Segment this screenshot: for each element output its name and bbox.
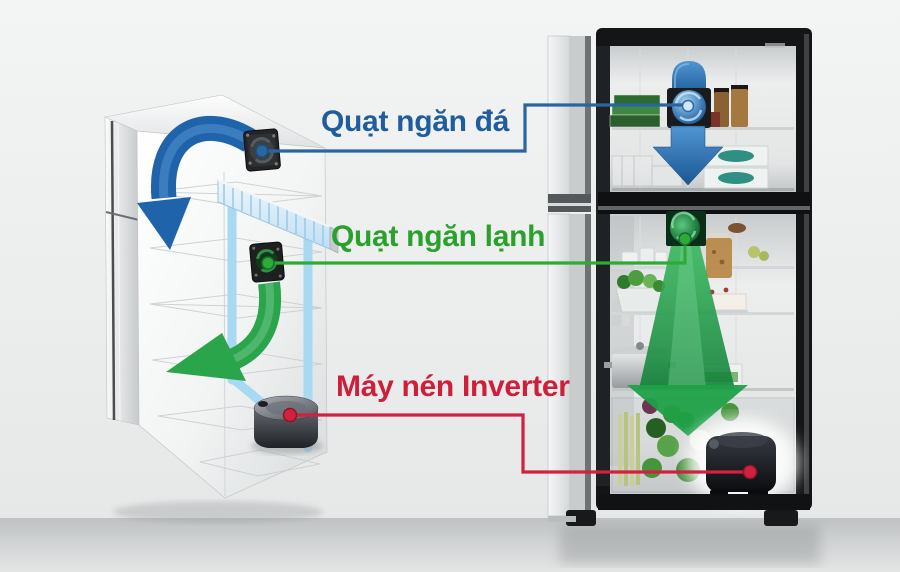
fridge-fan-line	[268, 239, 687, 265]
freezer-compartment	[609, 43, 796, 192]
cabinet-right-edge	[804, 34, 809, 504]
frozen-food	[609, 85, 769, 189]
compartment-divider	[598, 192, 810, 214]
cabinet-inner-wall	[596, 46, 610, 486]
foot-right	[764, 510, 798, 526]
fridge-fan-label: Quạt ngăn lạnh	[331, 220, 546, 253]
compressor-label: Máy nén Inverter	[336, 370, 570, 403]
freezer-airflow-arrow	[137, 115, 257, 250]
callout-dots	[255, 99, 758, 480]
door-bottom-trim	[548, 516, 576, 522]
fridge-fan-dot-right	[678, 232, 692, 246]
side-face-edge	[223, 171, 226, 497]
fridge-reflection	[560, 524, 820, 564]
freezer-fan-line	[262, 103, 688, 153]
evaporator	[217, 179, 339, 254]
brand-logo	[765, 43, 785, 48]
compressor-line	[290, 413, 750, 474]
compressor-dot-right	[742, 464, 758, 480]
freezer-fan-label: Quạt ngăn đá	[321, 105, 510, 138]
compressor-photo	[686, 418, 798, 506]
door-seam-highlight	[117, 122, 121, 422]
fridge-airflow-arrow	[166, 281, 281, 381]
fridge-airflow-overlay	[627, 211, 748, 436]
schematic-door-face	[104, 116, 140, 426]
freezer-fan-dot-right	[681, 99, 695, 113]
callout-connectors	[262, 103, 750, 474]
fridge-fan-dot-left	[261, 256, 275, 270]
compressor-dot-left	[282, 407, 298, 423]
compressor-icon	[251, 395, 323, 454]
schematic-shadow	[113, 501, 323, 523]
divider-trim	[598, 206, 810, 210]
fridge-compartment	[604, 211, 798, 506]
cabinet-base	[598, 494, 810, 510]
schematic-fridge	[103, 94, 339, 499]
product-fridge	[547, 28, 812, 526]
fridge-open-doors	[547, 35, 591, 517]
freezer-fan-dot-left	[255, 144, 269, 158]
door-seam	[110, 120, 116, 421]
door-divider	[105, 211, 140, 221]
